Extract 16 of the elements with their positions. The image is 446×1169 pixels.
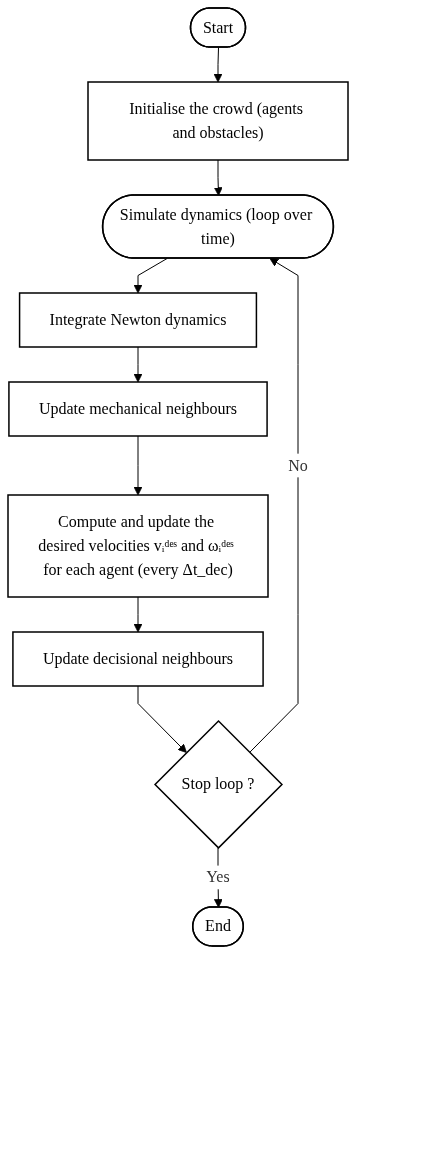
arrow — [133, 435, 143, 496]
arrow — [213, 159, 223, 196]
node-box: Integrate Newton dynamics — [18, 292, 258, 348]
node-box: Initialise the crowd (agents and obstacles) — [87, 81, 349, 161]
arrow — [137, 685, 187, 753]
arrow — [249, 258, 299, 754]
node-box: Update mechanical neighbours — [8, 381, 268, 437]
node-box: Update decisional neighbours — [12, 631, 264, 687]
node-diamond: Stop loop ? — [154, 719, 283, 849]
arrow — [133, 346, 143, 383]
arrow — [213, 47, 223, 83]
arrow — [133, 596, 143, 633]
edge-label: No — [288, 456, 308, 474]
edge-label: Yes — [206, 868, 230, 886]
node-box: Compute and update the desired velocities vᵢᵈᵉˢ and ωᵢᵈᵉˢ for each agent (every Δt_dec) — [7, 494, 269, 598]
arrow — [133, 258, 168, 294]
